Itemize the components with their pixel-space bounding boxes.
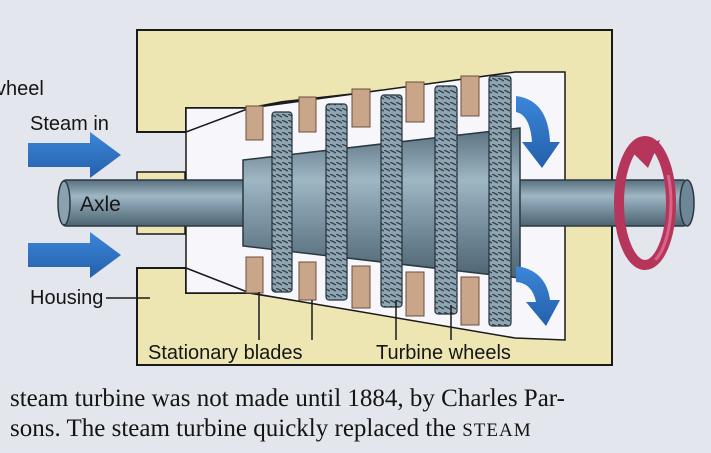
turbine-wheel	[380, 94, 403, 308]
caption-line-2-text: sons. The steam turbine quickly replaced…	[10, 415, 456, 442]
stationary-blade	[298, 261, 317, 301]
rotation-ring-highlight	[617, 139, 673, 267]
housing-label: Housing	[30, 287, 103, 309]
stationary-blade	[405, 271, 425, 317]
caption-line-1: steam turbine was not made until 1884, b…	[10, 385, 565, 412]
exhaust-arrow-lower	[516, 266, 560, 326]
right-arrow-icon	[28, 132, 121, 278]
turbine-wheels-label: Turbine wheels	[376, 342, 511, 364]
stationary-blade	[298, 96, 317, 133]
turbine-wheel	[271, 111, 293, 293]
steam-in-arrow-lower	[28, 232, 121, 278]
turbine-wheel	[325, 103, 348, 301]
stationary-blade	[351, 88, 371, 128]
housing-taper-upper	[185, 107, 251, 133]
turbine-wheels	[271, 75, 512, 327]
stationary-blade	[405, 81, 425, 123]
curved-down-arrow-icon	[516, 96, 560, 326]
stationary-blades-bottom	[245, 256, 480, 326]
axle-label: Axle	[80, 193, 121, 216]
turbine-wheel	[488, 75, 512, 327]
stationary-blade	[460, 75, 480, 117]
axle-end-left	[57, 180, 71, 226]
stationary-blade	[351, 265, 371, 309]
turbine-wheel	[434, 85, 458, 315]
caption-small-caps-term: STEAM	[462, 420, 532, 441]
stationary-blade	[460, 276, 480, 326]
steam-turbine-diagram: vheel Steam in Axle Housing Stationary b…	[0, 29, 695, 366]
caption-text: steam turbine was not made until 1884, b…	[10, 384, 706, 446]
axle-end	[679, 179, 695, 227]
rotation-arrowhead	[630, 140, 660, 168]
stationary-blade	[245, 105, 264, 141]
steam-in-label: Steam in	[30, 113, 109, 135]
exhaust-arrow-upper	[516, 96, 560, 168]
housing-taper-lower	[185, 267, 251, 294]
wheel-label: vheel	[0, 78, 44, 100]
circular-rotation-icon	[614, 136, 676, 270]
caption-line-2: sons. The steam turbine quickly replaced…	[10, 414, 706, 446]
steam-in-arrow-upper	[28, 132, 121, 178]
stationary-blades-label: Stationary blades	[148, 342, 303, 364]
stationary-blades-top	[245, 75, 480, 141]
stationary-blade	[245, 256, 264, 294]
